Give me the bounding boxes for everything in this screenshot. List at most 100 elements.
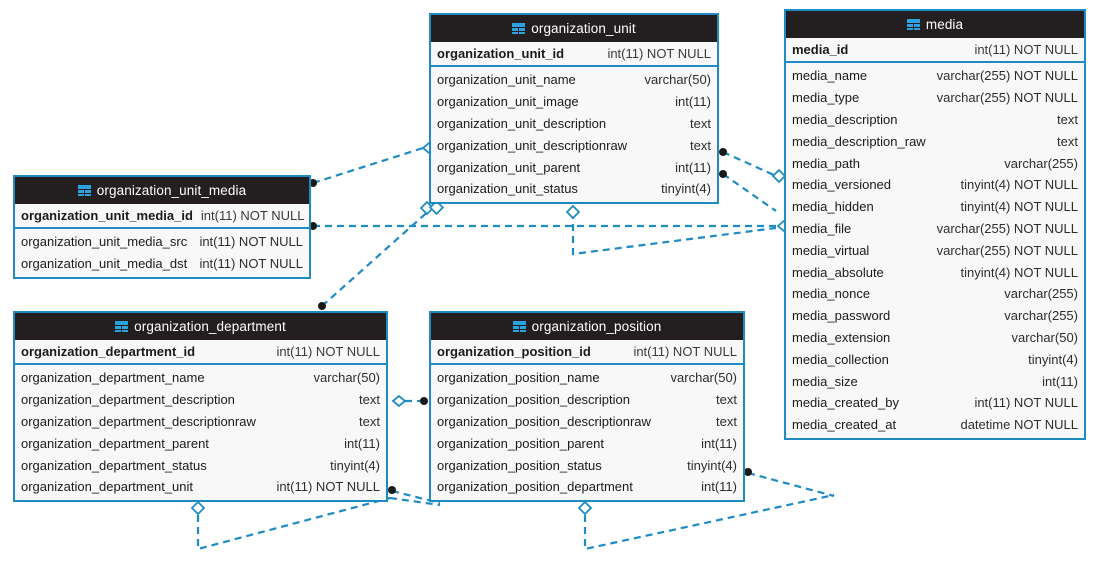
endpoint-dot bbox=[318, 302, 326, 310]
table-icon bbox=[512, 23, 526, 34]
field-name: organization_department_status bbox=[21, 457, 207, 473]
entity-header-organization_position[interactable]: organization_position bbox=[431, 313, 743, 340]
field-type: varchar(255) bbox=[1004, 286, 1078, 302]
field-type: text bbox=[359, 392, 380, 408]
field-name: organization_position_parent bbox=[437, 435, 604, 451]
field-type: text bbox=[690, 137, 711, 153]
diamond-marker bbox=[419, 200, 435, 216]
field-type: text bbox=[690, 115, 711, 131]
field-name: media_versioned bbox=[792, 177, 892, 193]
field-name: organization_unit_image bbox=[437, 94, 579, 110]
endpoint-dot bbox=[420, 397, 428, 405]
entity-header-organization_department[interactable]: organization_department bbox=[15, 313, 386, 340]
field-type: varchar(255) NOT NULL bbox=[936, 68, 1078, 84]
entity-organization_department[interactable]: organization_department organization_depa… bbox=[13, 311, 388, 502]
field-type: text bbox=[1057, 133, 1078, 149]
field-row[interactable]: media_collection tinyint(4) bbox=[786, 348, 1084, 370]
field-type: varchar(255) bbox=[1004, 155, 1078, 171]
entity-title: organization_unit_media bbox=[96, 183, 247, 198]
entity-organization_position[interactable]: organization_position organization_positi… bbox=[429, 311, 745, 502]
entity-title: organization_unit bbox=[531, 21, 636, 36]
field-type: tinyint(4) NOT NULL bbox=[960, 264, 1078, 280]
diamond-marker bbox=[190, 500, 206, 516]
entity-title: organization_department bbox=[134, 319, 286, 334]
diamond-marker bbox=[577, 500, 593, 516]
field-name: organization_unit_media_dst bbox=[21, 256, 188, 272]
table-icon bbox=[906, 19, 920, 30]
field-type: int(11) bbox=[675, 159, 711, 175]
field-row[interactable]: organization_department_description text bbox=[15, 389, 386, 411]
field-type: int(11) NOT NULL bbox=[633, 344, 737, 359]
field-type: tinyint(4) bbox=[661, 181, 711, 197]
entity-header-organization_unit[interactable]: organization_unit bbox=[431, 15, 717, 42]
field-type: tinyint(4) NOT NULL bbox=[960, 177, 1078, 193]
field-row[interactable]: organization_unit_description text bbox=[431, 113, 717, 135]
relationship-line-pos-self-parent bbox=[583, 493, 835, 551]
entity-organization_unit_media[interactable]: organization_unit_media organization_unit… bbox=[13, 175, 311, 279]
field-name: media_collection bbox=[792, 351, 889, 367]
table-icon bbox=[77, 185, 91, 196]
field-type: int(11) bbox=[344, 435, 380, 451]
table-icon bbox=[512, 321, 526, 332]
field-name: media_extension bbox=[792, 329, 891, 345]
endpoint-dot bbox=[388, 486, 396, 494]
field-name: organization_department_description bbox=[21, 392, 235, 408]
field-name: organization_unit_description bbox=[437, 115, 607, 131]
entity-title: media bbox=[925, 17, 964, 32]
relationship-line-dept-self-parent bbox=[196, 496, 391, 551]
entity-header-media[interactable]: media bbox=[786, 11, 1084, 38]
field-type: tinyint(4) bbox=[1028, 351, 1078, 367]
field-name: organization_position_name bbox=[437, 370, 600, 386]
field-name: organization_department_name bbox=[21, 370, 205, 386]
field-type: int(11) NOT NULL bbox=[199, 234, 303, 250]
entity-title: organization_position bbox=[531, 319, 662, 334]
field-row[interactable]: media_versioned tinyint(4) NOT NULL bbox=[786, 174, 1084, 196]
entity-header-organization_unit_media[interactable]: organization_unit_media bbox=[15, 177, 309, 204]
